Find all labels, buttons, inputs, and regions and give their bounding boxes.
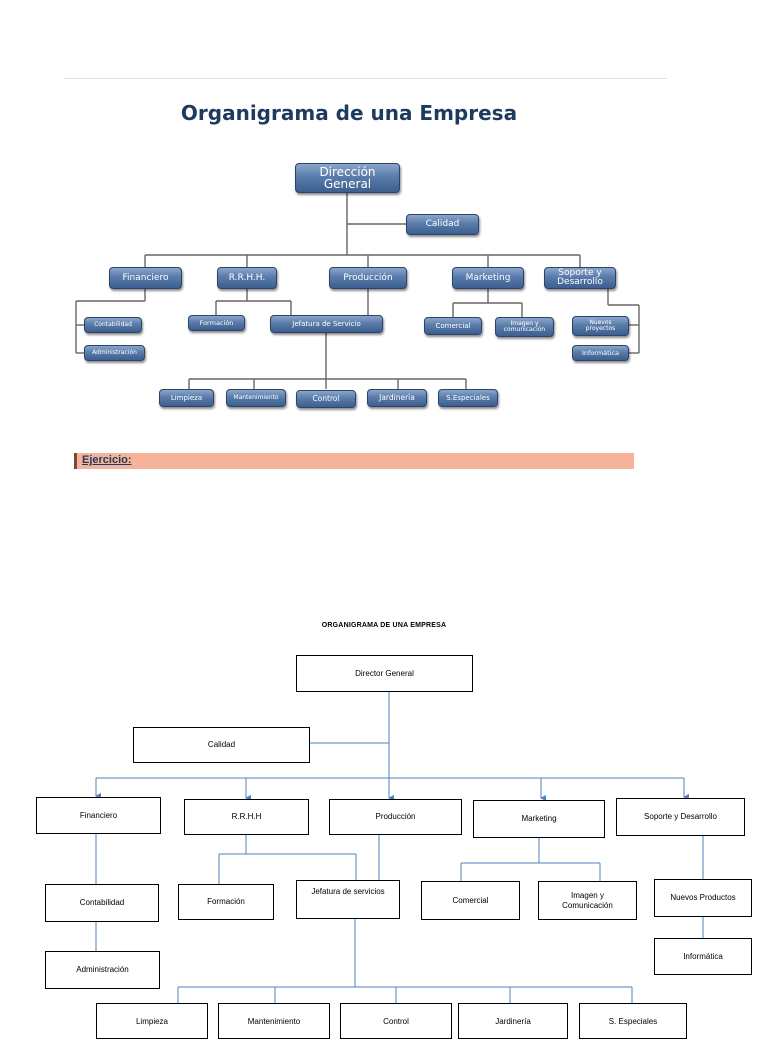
box-direccion-general: Dirección General <box>295 163 400 193</box>
exercise-label: Ejercicio: <box>82 454 132 466</box>
box-nuevos-proyectos: Nuevos proyectos <box>572 316 629 336</box>
chart-box-s-especiales: S. Especiales <box>579 1003 687 1039</box>
chart-title: ORGANIGRAMA DE UNA EMPRESA <box>321 622 447 629</box>
chart-box-mantenimiento: Mantenimiento <box>218 1003 330 1039</box>
chart-box-informatica: Informática <box>654 938 752 975</box>
org-chart-image: Organigrama de una Empresa <box>64 78 667 469</box>
chart-box-soporte-desarrollo: Soporte y Desarrollo <box>616 798 745 836</box>
chart-box-calidad: Calidad <box>133 727 310 763</box>
chart-box-comercial: Comercial <box>421 881 520 920</box>
box-contabilidad: Contabilidad <box>84 317 142 333</box>
chart-box-jardineria: Jardinería <box>458 1003 568 1039</box>
chart-box-director-general: Director General <box>296 655 473 692</box>
chart-box-jefatura-servicios: Jefatura de servicios <box>296 880 400 919</box>
chart-box-administracion: Administración <box>45 951 160 989</box>
chart-box-formacion: Formación <box>178 884 274 920</box>
chart-box-control: Control <box>340 1003 452 1039</box>
exercise-bar: Ejercicio: <box>74 453 634 469</box>
image-title: Organigrama de una Empresa <box>180 101 518 125</box>
box-financiero: Financiero <box>109 267 182 289</box>
box-comercial: Comercial <box>424 317 482 335</box>
box-informatica: Informática <box>572 345 629 361</box>
chart-box-marketing: Marketing <box>473 800 605 838</box>
box-jefatura-servicio: Jefatura de Servicio <box>270 315 383 333</box>
box-administracion: Administración <box>84 345 145 361</box>
box-calidad: Calidad <box>406 214 479 235</box>
chart-box-produccion: Producción <box>329 799 462 835</box>
image-connectors <box>75 193 640 389</box>
box-rrhh: R.R.H.H. <box>217 267 277 289</box>
box-produccion: Producción <box>329 267 407 289</box>
box-limpieza: Limpieza <box>159 389 214 407</box>
box-soporte-desarrollo: Soporte y Desarrollo <box>544 267 616 289</box>
box-s-especiales: S.Especiales <box>438 389 498 407</box>
box-formacion: Formación <box>188 315 245 331</box>
chart-box-limpieza: Limpieza <box>96 1003 208 1039</box>
chart-box-financiero: Financiero <box>36 797 161 834</box>
chart-box-rrhh: R.R.H.H <box>184 799 309 835</box>
box-mantenimiento: Mantenimiento <box>226 389 286 407</box>
box-control: Control <box>296 390 356 408</box>
box-marketing: Marketing <box>452 267 524 289</box>
box-jardineria: Jardinería <box>367 389 427 407</box>
chart-box-contabilidad: Contabilidad <box>45 884 159 922</box>
chart-box-imagen-comunicacion: Imagen y Comunicación <box>538 881 637 920</box>
chart-box-nuevos-productos: Nuevos Productos <box>654 879 752 917</box>
box-imagen-comunicacion: Imagen y comunicación <box>495 317 554 337</box>
